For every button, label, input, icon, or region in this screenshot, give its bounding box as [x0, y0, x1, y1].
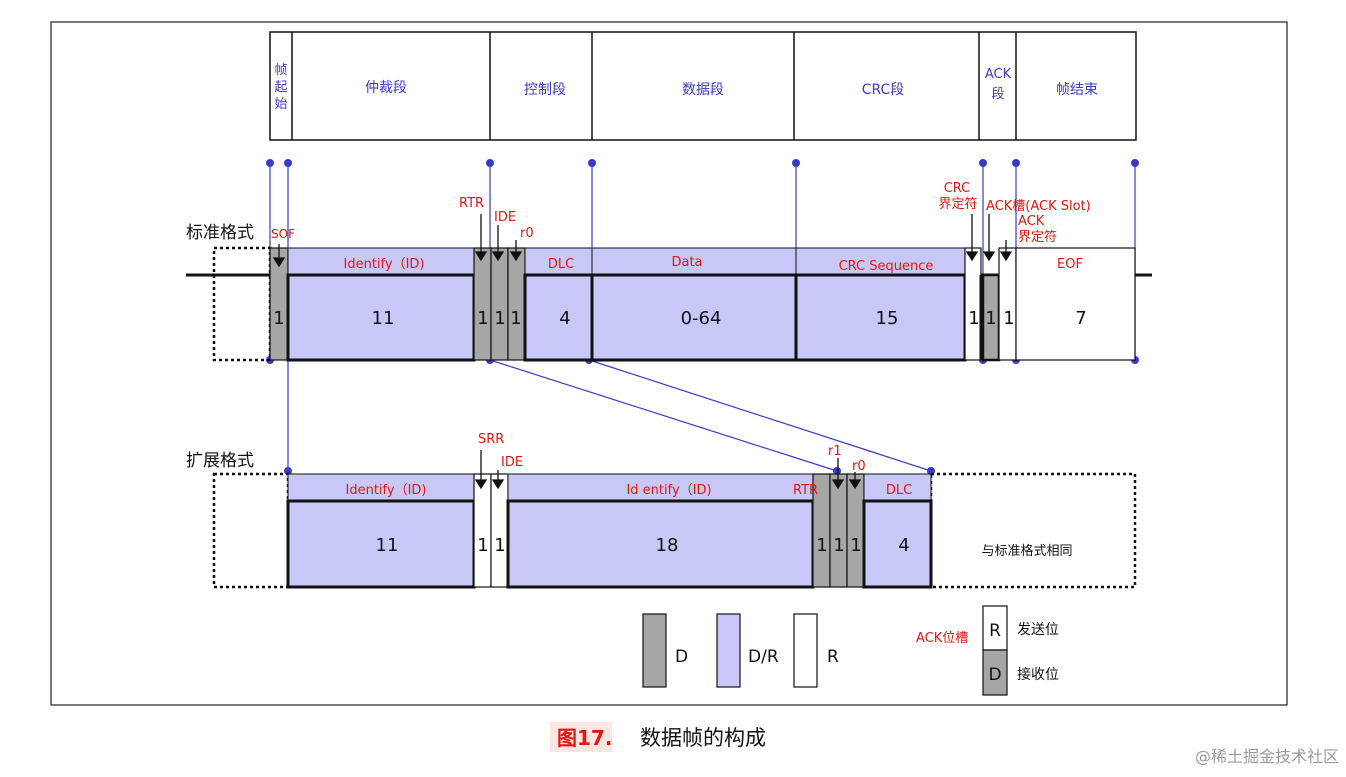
- ext-r1-mark: r1: [828, 444, 842, 459]
- legend-ack-send-label: 发送位: [1017, 622, 1059, 638]
- std-ack-slot-mark: ACK槽(ACK Slot): [986, 199, 1091, 214]
- header-arbitration: 仲裁段: [365, 80, 407, 96]
- header-ack-line1: ACK: [985, 67, 1012, 82]
- caption-title: 数据帧的构成: [640, 726, 766, 750]
- ext-bit-dlc: 4: [898, 535, 909, 556]
- std-idle-box: [212, 246, 272, 362]
- ext-id-label-1: Identify（ID): [346, 483, 427, 498]
- ext-arrows: [474, 450, 862, 490]
- std-eof-label: EOF: [1057, 257, 1083, 272]
- std-sof-mark: SOF: [271, 227, 295, 241]
- std-id-label: Identify（ID): [344, 257, 425, 272]
- caption-highlight: [550, 722, 612, 752]
- std-crc-label: CRC Sequence: [839, 259, 934, 274]
- std-bit-ide: 1: [494, 308, 505, 329]
- header-sof-char2: 起: [274, 80, 287, 95]
- header-crc: CRC段: [862, 82, 905, 98]
- std-bit-crc: 15: [876, 308, 899, 329]
- std-bit-id: 11: [372, 308, 395, 329]
- ext-bit-r1: 1: [833, 535, 844, 556]
- legend-dominant-label: D: [675, 647, 688, 667]
- std-crc-delim-mark-2: 界定符: [938, 196, 977, 212]
- std-dlc-label: DLC: [548, 257, 574, 272]
- ext-bit-rtr: 1: [816, 535, 827, 556]
- header-ack-line2: 段: [991, 87, 1004, 102]
- ext-bit-ide: 1: [494, 535, 505, 556]
- std-rtr-mark: RTR: [459, 196, 484, 211]
- legend-ack-recv-swatch: [982, 649, 1008, 696]
- ext-ide-mark: IDE: [501, 455, 523, 470]
- std-field-cells: [269, 247, 1136, 362]
- watermark: @稀土掘金技术社区: [1195, 747, 1339, 766]
- ext-rest-box: [929, 472, 1137, 589]
- legend-recessive-label: R: [827, 647, 839, 667]
- header-sof-char1: 帧: [274, 63, 287, 78]
- std-bit-ack-slot: 1: [985, 308, 996, 329]
- legend-dr-label: D/R: [748, 647, 779, 667]
- std-bit-sof: 1: [273, 308, 284, 329]
- ext-bit-counts: 11 1 1 18 1 1 1 4: [376, 535, 910, 556]
- ext-rtr-mark: RTR: [793, 483, 818, 498]
- figure-border: [50, 21, 1288, 706]
- ext-dlc-label: DLC: [886, 483, 912, 498]
- std-bit-counts: 1 11 1 1 1 4 0-64 15 1 1 1 7: [273, 308, 1086, 329]
- std-bit-rtr: 1: [477, 308, 488, 329]
- header-eof: 帧结束: [1056, 82, 1098, 98]
- legend: [642, 605, 1008, 696]
- legend-ack-send-letter: R: [989, 621, 1001, 641]
- field-header-table: [269, 31, 1137, 141]
- caption-figure-number: 图17.: [557, 726, 612, 750]
- legend-ack-recv-letter: D: [988, 665, 1001, 685]
- ext-idle-box: [212, 472, 290, 589]
- extended-format-label: 扩展格式: [186, 451, 254, 471]
- legend-ack-slot-label: ACK位槽: [916, 631, 968, 646]
- ext-srr-mark: SRR: [478, 432, 504, 447]
- std-bit-data: 0-64: [681, 308, 722, 329]
- ext-field-cells: [286, 473, 933, 589]
- std-crc-delim-mark-1: CRC: [944, 181, 971, 196]
- std-bit-crc-delim: 1: [968, 308, 979, 329]
- std-ack-delim-mark-1: ACK: [1018, 214, 1045, 229]
- header-sof-char3: 始: [274, 97, 287, 112]
- std-bit-ack-delim: 1: [1003, 308, 1014, 329]
- legend-ack-recv-label: 接收位: [1017, 666, 1059, 683]
- legend-dominant-swatch: [642, 613, 667, 688]
- ext-bit-id: 11: [376, 535, 399, 556]
- std-r0-mark: r0: [520, 226, 534, 241]
- std-bit-dlc: 4: [559, 308, 570, 329]
- std-ide-mark: IDE: [494, 210, 516, 225]
- header-data: 数据段: [682, 82, 724, 98]
- std-data-label: Data: [671, 255, 702, 270]
- legend-recessive-swatch: [793, 613, 818, 688]
- ext-id-label-2: Id entify（ID): [626, 483, 711, 498]
- legend-dr-swatch: [716, 613, 741, 688]
- ext-same-as-standard: 与标准格式相同: [981, 543, 1072, 559]
- ext-bit-srr: 1: [477, 535, 488, 556]
- standard-format-label: 标准格式: [186, 223, 254, 243]
- std-bit-r0: 1: [510, 308, 521, 329]
- ext-r0-mark: r0: [852, 459, 866, 474]
- header-control: 控制段: [524, 82, 566, 98]
- std-arrows: [272, 214, 1013, 268]
- std-ack-delim-mark-2: 界定符: [1018, 229, 1057, 245]
- ext-bit-r0: 1: [850, 535, 861, 556]
- ext-bit-id-ext: 18: [656, 535, 679, 556]
- std-bit-eof: 7: [1075, 308, 1086, 329]
